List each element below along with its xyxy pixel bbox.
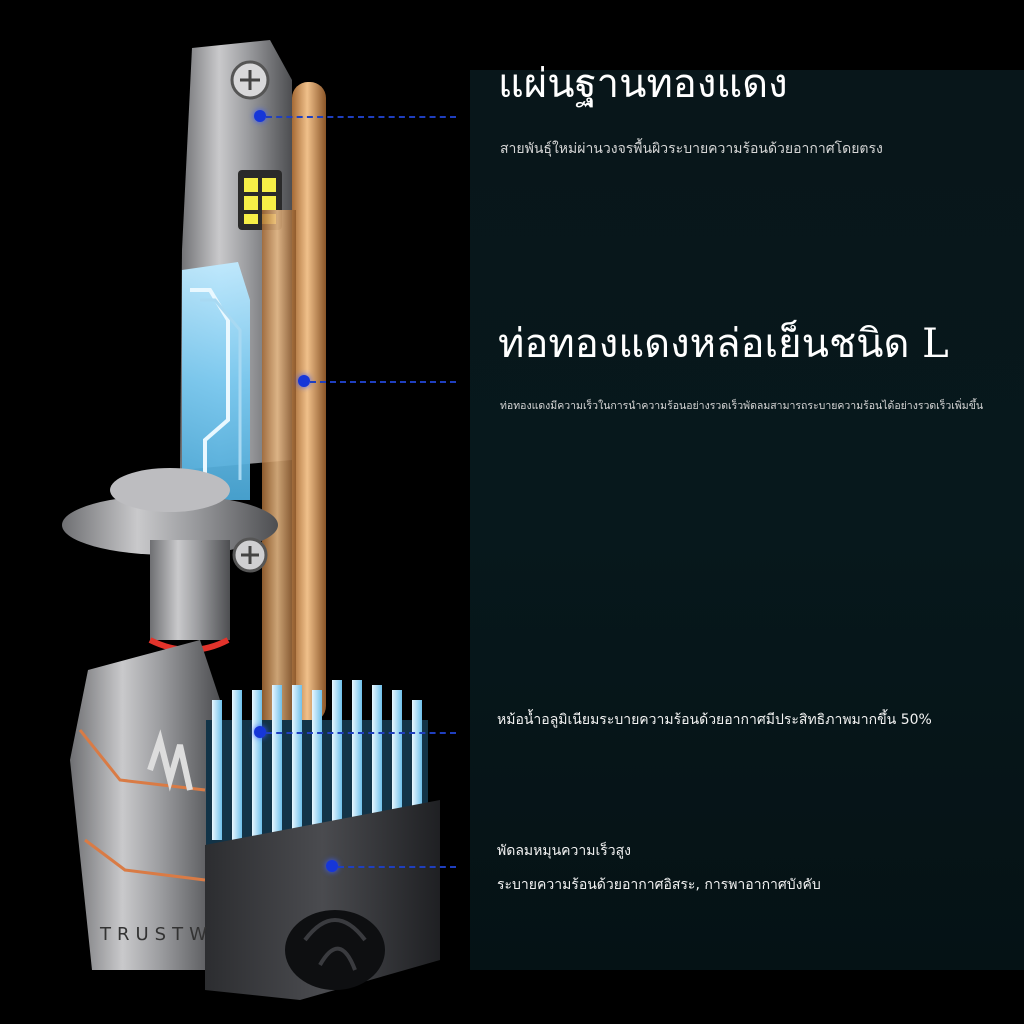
copper-base-desc: สายพันธุ์ใหม่ผ่านวงจรพื้นผิวระบายความร้อ… (500, 141, 883, 157)
callout-line-copper-base (266, 116, 456, 118)
heatsink-label: หม้อน้ำอลูมิเนียมระบายความร้อนด้วยอากาศม… (497, 712, 932, 728)
fan-label-line2: ระบายความร้อนด้วยอากาศอิสระ, การพาอากาศบ… (497, 877, 821, 893)
dark-info-panel (470, 70, 1024, 970)
brand-text: TRUSTW (99, 924, 213, 945)
led-bulb-illustration: TRUSTW (62, 40, 440, 1000)
callout-dot-copper-pipe (298, 375, 310, 387)
lower-housing (70, 640, 220, 970)
copper-pipe-desc: ท่อทองแดงมีความเร็วในการนำความร้อนอย่างร… (500, 400, 984, 412)
callout-line-heatsink (266, 732, 456, 734)
copper-pipe-title: ท่อทองแดงหล่อเย็นชนิด L (498, 321, 949, 367)
copper-base-title: แผ่นฐานทองแดง (498, 61, 788, 107)
callout-dot-fan (326, 860, 338, 872)
callout-dot-copper-base (254, 110, 266, 122)
fan-label-line1: พัดลมหมุนความเร็วสูง (497, 843, 632, 859)
callout-dot-heatsink (254, 726, 266, 738)
callout-line-fan (338, 866, 456, 868)
callout-line-copper-pipe (310, 381, 456, 383)
copper-pipe (292, 82, 326, 722)
